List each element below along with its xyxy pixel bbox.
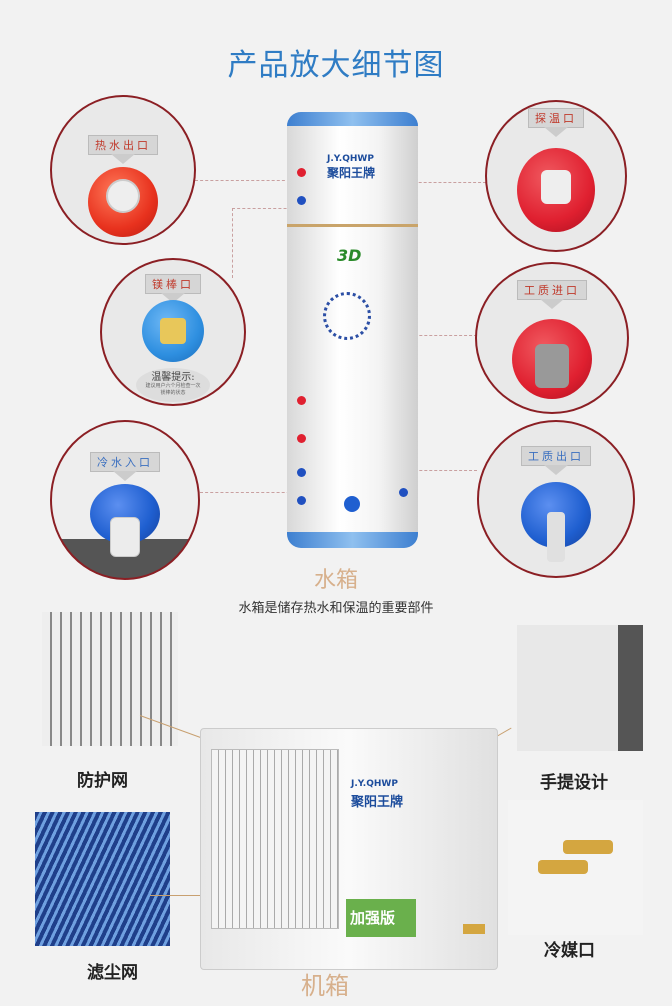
3d-badge: 3D: [337, 246, 362, 265]
label-tag: 工质进口: [517, 280, 587, 300]
connector-line: [200, 492, 300, 493]
port-icon: [297, 468, 306, 477]
fan-grille: [211, 749, 339, 929]
gauge-icon: [344, 496, 360, 512]
enhanced-badge: 加强版: [346, 899, 416, 937]
water-tank: J.Y.QHWP 聚阳王牌 3D: [287, 112, 418, 548]
label-tag: 冷水入口: [90, 452, 160, 472]
port-icon: [297, 396, 306, 405]
tip-text: 建议用户六个月检查一次镁棒的状态: [145, 383, 201, 396]
hex-plug-icon: [160, 318, 186, 344]
brass-valve-icon: [563, 840, 613, 854]
fitting-icon: [106, 179, 140, 213]
brass-valve-icon: [538, 860, 588, 874]
protective-grille-photo: [42, 612, 178, 746]
refrigerant-port-photo: [508, 800, 643, 935]
unit-brand-en: J.Y.QHWP: [351, 779, 398, 789]
connector-line: [232, 208, 233, 278]
feature-label: 滤尘网: [87, 963, 138, 983]
outdoor-unit: J.Y.QHWP 聚阳王牌 加强版: [200, 728, 498, 970]
callout-temperature-port: 探温口: [485, 100, 627, 252]
connector-line: [232, 208, 302, 209]
tank-band: [287, 224, 418, 227]
label-tag: 热水出口: [88, 135, 158, 155]
brass-valve-icon: [463, 924, 485, 934]
label-tag: 工质出口: [521, 446, 591, 466]
port-icon: [297, 434, 306, 443]
fitting-icon: [110, 517, 140, 557]
callout-medium-inlet: 工质进口: [475, 262, 629, 414]
carry-handle-photo: [517, 625, 643, 751]
port-icon: [297, 496, 306, 505]
feature-label: 冷媒口: [544, 941, 595, 961]
port-icon: [297, 168, 306, 177]
port-icon: [297, 196, 306, 205]
callout-cold-water-inlet: 冷水入口: [50, 420, 200, 580]
tip-title: 温馨提示:: [151, 372, 195, 383]
page-title: 产品放大细节图: [227, 48, 445, 83]
feature-label: 手提设计: [540, 773, 608, 793]
tank-description: 水箱是储存热水和保温的重要部件: [238, 601, 434, 616]
tank-bottom-cap: [287, 532, 418, 548]
feature-label: 防护网: [77, 771, 128, 791]
unit-caption: 机箱: [301, 972, 349, 1000]
port-icon: [399, 488, 408, 497]
tank-caption: 水箱: [313, 568, 358, 593]
sensor-fitting-icon: [541, 170, 571, 204]
pipe-fitting-icon: [547, 512, 565, 562]
callout-hot-water-outlet: 热水出口: [50, 95, 196, 245]
tank-brand-en: J.Y.QHWP: [327, 154, 374, 164]
tip-box: 温馨提示: 建议用户六个月检查一次镁棒的状态: [136, 368, 210, 402]
connector-line: [195, 180, 290, 181]
dust-filter-photo: [35, 812, 170, 946]
callout-medium-outlet: 工质出口: [477, 420, 635, 578]
porcelain-pattern-icon: [323, 292, 371, 340]
unit-brand-cn: 聚阳王牌: [351, 795, 404, 810]
fitting-icon: [535, 344, 569, 388]
label-tag: 镁棒口: [145, 274, 201, 294]
tank-brand-cn: 聚阳王牌: [327, 166, 376, 180]
label-tag: 探温口: [528, 108, 584, 128]
callout-magnesium-rod: 镁棒口 温馨提示: 建议用户六个月检查一次镁棒的状态: [100, 258, 246, 406]
tank-top-cap: [287, 112, 418, 126]
